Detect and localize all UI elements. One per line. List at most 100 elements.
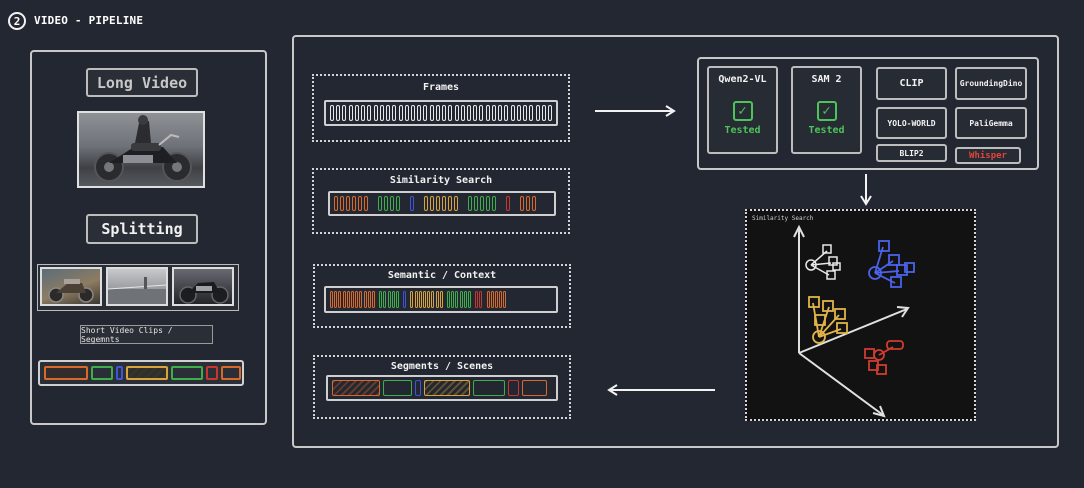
frame-cell bbox=[541, 105, 546, 121]
tested-label: Tested bbox=[808, 125, 845, 136]
frame-cell bbox=[361, 105, 366, 121]
frame-cell bbox=[455, 291, 459, 308]
frame-cell bbox=[355, 291, 359, 308]
frame-cell bbox=[424, 380, 470, 396]
frame-cell bbox=[373, 105, 378, 121]
frame-cell bbox=[352, 196, 356, 211]
long-video-thumbnail bbox=[77, 111, 205, 188]
frame-cell bbox=[384, 196, 388, 211]
frame-cell bbox=[332, 380, 380, 396]
frame-cell bbox=[391, 291, 395, 308]
frame-cell bbox=[439, 291, 443, 308]
frame-cell bbox=[390, 196, 394, 211]
frame-cell bbox=[410, 291, 414, 308]
cluster-blue bbox=[868, 240, 915, 288]
splitting-panel bbox=[30, 50, 267, 425]
frame-cell bbox=[423, 105, 428, 121]
frame-cell bbox=[429, 105, 434, 121]
model-blip2: BLIP2 bbox=[876, 144, 947, 162]
frame-cell bbox=[340, 196, 344, 211]
frame-cell bbox=[387, 291, 391, 308]
model-qwen2-vl: Qwen2-VL ✓ Tested bbox=[707, 66, 778, 154]
frame-cell bbox=[410, 196, 414, 211]
semantic-strip bbox=[324, 286, 558, 313]
frame-cell bbox=[503, 291, 507, 308]
frame-cell bbox=[435, 291, 439, 308]
frame-cell bbox=[474, 196, 478, 211]
frame-cell bbox=[522, 380, 547, 396]
video-clip-thumbnail bbox=[40, 267, 102, 306]
model-whisper: Whisper bbox=[955, 147, 1021, 164]
check-icon: ✓ bbox=[816, 101, 837, 121]
graph-title: Similarity Search bbox=[752, 215, 814, 222]
frame-cell bbox=[351, 291, 354, 308]
model-clip: CLIP bbox=[876, 67, 947, 100]
frame-cell bbox=[526, 196, 530, 211]
frame-cell bbox=[448, 196, 452, 211]
video-clip-thumbnail bbox=[172, 267, 234, 306]
frame-cell bbox=[490, 291, 494, 308]
frame-cell bbox=[447, 291, 450, 308]
step-number-badge: 2 bbox=[8, 12, 26, 30]
frame-cell bbox=[346, 196, 350, 211]
frame-cell bbox=[486, 196, 490, 211]
frame-cell bbox=[468, 196, 472, 211]
long-video-label: Long Video bbox=[86, 68, 198, 97]
frame-cell bbox=[431, 291, 435, 308]
frame-cell bbox=[378, 196, 382, 211]
semantic-stage: Semantic / Context bbox=[313, 264, 571, 328]
motorcycle-image bbox=[94, 115, 192, 182]
frame-cell bbox=[430, 196, 434, 211]
frame-cell bbox=[460, 105, 465, 121]
scenes-label: Segments / Scenes bbox=[390, 361, 494, 372]
frames-stage: Frames bbox=[312, 74, 570, 142]
frame-cell bbox=[386, 105, 391, 121]
frame-cell bbox=[535, 105, 540, 121]
frame-cell bbox=[442, 105, 447, 121]
frame-cell bbox=[379, 105, 384, 121]
frame-cell bbox=[454, 196, 458, 211]
frame-cell bbox=[529, 105, 534, 121]
frame-cell bbox=[479, 105, 484, 121]
frame-cell bbox=[448, 105, 453, 121]
cluster-white bbox=[805, 244, 841, 280]
frame-cell bbox=[532, 196, 536, 211]
frame-cell bbox=[435, 105, 440, 121]
model-paligemma: PaliGemma bbox=[955, 107, 1027, 139]
clips-caption: Short Video Clips / Segemnts bbox=[80, 325, 213, 344]
video-clip-thumbnail bbox=[106, 267, 168, 306]
similarity-strip bbox=[328, 191, 556, 216]
frame-cell bbox=[358, 196, 362, 211]
frame-cell bbox=[479, 291, 483, 308]
frame-cell bbox=[364, 196, 368, 211]
frame-cell bbox=[348, 105, 353, 121]
frame-cell bbox=[427, 291, 431, 308]
model-name: SAM 2 bbox=[811, 74, 842, 85]
frame-cell bbox=[516, 105, 521, 121]
frame-cell bbox=[404, 105, 409, 121]
cluster-yellow bbox=[808, 296, 848, 344]
models-container bbox=[697, 57, 1039, 170]
page-title: VIDEO - PIPELINE bbox=[34, 14, 144, 27]
frame-cell bbox=[473, 105, 478, 121]
frame-cell bbox=[414, 291, 418, 308]
similarity-stage: Similarity Search bbox=[312, 168, 570, 234]
frames-label: Frames bbox=[422, 82, 460, 93]
frame-cell bbox=[346, 291, 350, 308]
arrow-right-icon bbox=[595, 105, 676, 117]
frame-cell bbox=[330, 105, 334, 121]
model-sam2: SAM 2 ✓ Tested bbox=[791, 66, 862, 154]
frame-cell bbox=[383, 291, 387, 308]
frame-cell bbox=[334, 196, 338, 211]
frame-cell bbox=[523, 105, 528, 121]
frame-cell bbox=[396, 196, 400, 211]
frame-cell bbox=[417, 105, 422, 121]
frame-cell bbox=[415, 380, 421, 396]
frame-cell bbox=[359, 291, 363, 308]
frame-cell bbox=[491, 105, 496, 121]
scenes-strip bbox=[326, 375, 558, 401]
frame-cell bbox=[520, 196, 524, 211]
frame-cell bbox=[336, 105, 341, 121]
frame-cell bbox=[473, 380, 505, 396]
check-icon: ✓ bbox=[732, 101, 753, 121]
